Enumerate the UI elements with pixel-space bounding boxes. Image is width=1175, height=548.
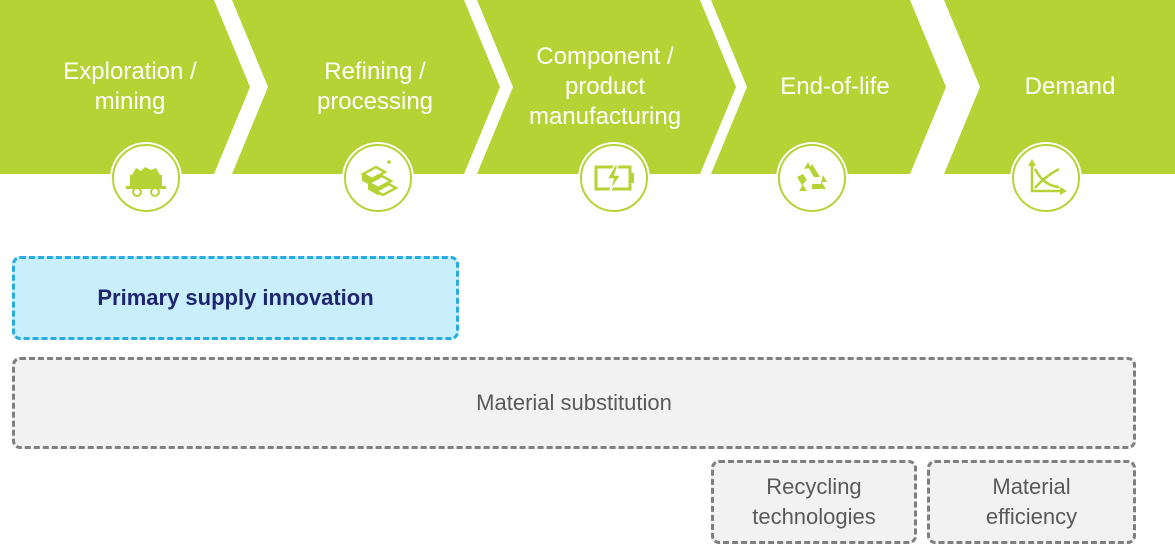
stage-chevron-demand	[944, 0, 1175, 174]
mine-cart-icon	[110, 142, 182, 214]
stage-label-exploration: Exploration / mining	[63, 58, 197, 115]
stage-chevron-manufacturing	[477, 0, 736, 174]
stage-label-refining: Refining / processing	[316, 58, 434, 115]
primary-supply-innovation-box: Primary supply innovation	[12, 256, 459, 340]
stage-chevron-end-of-life	[711, 0, 946, 174]
recycle-icon	[776, 142, 848, 214]
demand-chart-icon	[1010, 142, 1082, 214]
stage-label-demand: Demand	[1024, 73, 1116, 100]
recycling-technologies-box: Recycling technologies	[711, 460, 917, 544]
stage-label-manufacturing: Component / product manufacturing	[528, 43, 682, 130]
battery-charge-icon	[578, 142, 650, 214]
stage-chevron-exploration	[0, 0, 250, 174]
material-substitution-box: Material substitution	[12, 357, 1136, 449]
gold-bars-icon	[342, 142, 414, 214]
stage-chevron-refining	[232, 0, 500, 174]
stage-label-end-of-life: End-of-life	[780, 73, 890, 100]
material-efficiency-box: Material efficiency	[927, 460, 1136, 544]
value-chain-chevrons	[0, 0, 1175, 174]
value-chain: Exploration / mining Refining / processi…	[0, 0, 1175, 220]
